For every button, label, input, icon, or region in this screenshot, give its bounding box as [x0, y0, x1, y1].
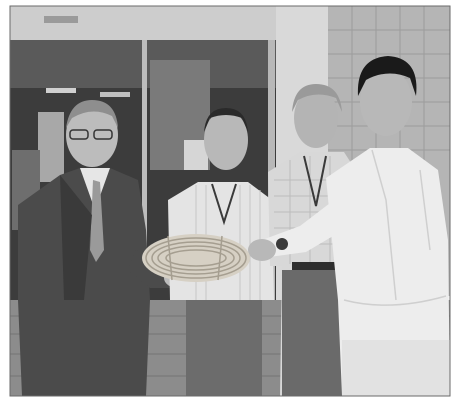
ceiling-light [100, 92, 130, 97]
wristwatch-icon [276, 238, 288, 250]
interior-window [38, 112, 64, 182]
id-lanyard-icon [211, 183, 237, 226]
person-in-work-jacket-icon [248, 56, 450, 396]
interior-notice [184, 140, 208, 170]
ceiling-vent [44, 16, 78, 23]
ceiling-light [46, 88, 76, 93]
coiled-rope-bundle-icon [142, 234, 250, 282]
glass-mullion [142, 40, 147, 340]
photo-edge [9, 5, 451, 397]
